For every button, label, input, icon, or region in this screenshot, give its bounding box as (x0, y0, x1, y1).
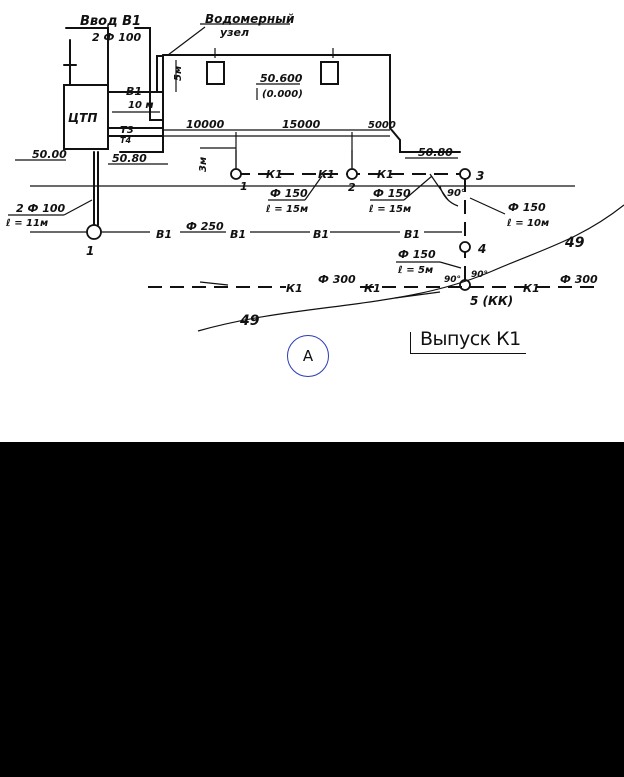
k1-outlet-3: К1 (523, 282, 540, 295)
d300-label-1: Ф 300 (318, 273, 356, 286)
contour-49-right: 49 (564, 235, 585, 251)
drawing-sheet: ЦТП Ввод В1 2 Ф 100 Водомерный узел 5м В… (0, 0, 624, 442)
well-2-label: 2 (348, 181, 356, 194)
l10-label: ℓ = 10м (506, 218, 549, 229)
angle-90-left: 90° (444, 275, 461, 285)
dim-15000: 15000 (282, 118, 321, 131)
well-3-label: 3 (476, 169, 484, 183)
b1-line-1: В1 (156, 228, 172, 241)
ground-left: 50.00 (32, 148, 67, 161)
ground-right: 50.80 (418, 146, 453, 159)
d300-label-2: Ф 300 (560, 273, 598, 286)
b1-line-4: В1 (404, 228, 420, 241)
contour-line-49 (197, 204, 624, 332)
well-4-label: 4 (477, 242, 486, 256)
dim-3m: 3м (198, 157, 209, 172)
t3-tag: Т3 (120, 125, 134, 136)
d150-label-3: Ф 150 (508, 201, 546, 214)
b1-line-3: В1 (313, 228, 329, 241)
dim-5m: 5м (173, 66, 184, 81)
k1-label-3: К1 (377, 168, 394, 181)
floor-zero: (0.000) (262, 89, 303, 100)
l15-label-1: ℓ = 15м (265, 204, 308, 215)
angle-90-right: 90° (471, 270, 488, 280)
left-pipe-label-1: 2 Ф 100 (16, 202, 66, 215)
outlet-title: Выпуск К1 (410, 326, 526, 354)
b1-d250: Ф 250 (186, 220, 224, 233)
ctp-label: ЦТП (68, 111, 97, 125)
view-marker-a: А (287, 335, 329, 377)
d150-label-4: Ф 150 (398, 248, 436, 261)
well-4 (459, 241, 471, 253)
k1-label-2: К1 (318, 168, 335, 181)
k1-outlet-main: К1 Ф 300 К1 К1 Ф 300 (148, 273, 600, 299)
well-1 (230, 168, 242, 180)
k1-outlet-2: К1 (364, 282, 381, 295)
inlet-pipe-label: 2 Ф 100 (92, 31, 142, 44)
meter-node-label-2: узел (220, 26, 249, 39)
l15-label-2: ℓ = 15м (368, 204, 411, 215)
water-b1-line: В1 Ф 250 В1 В1 В1 (30, 151, 462, 241)
dim-10000: 10000 (186, 118, 225, 131)
l5-label: ℓ = 5м (397, 265, 433, 276)
left-pipe-label-2: ℓ = 11м (5, 218, 48, 229)
node-1 (86, 224, 102, 240)
floor-mark: 50.600 (260, 72, 303, 85)
t4-tag: Т4 (120, 136, 131, 145)
contour-49-left: 49 (239, 313, 260, 329)
outlet-title-text: Выпуск К1 (420, 328, 521, 350)
building-columns (206, 48, 339, 85)
well-2 (346, 168, 358, 180)
meter-node-label-1: Водомерный (205, 12, 295, 26)
site-plan-drawing: ЦТП Ввод В1 2 Ф 100 Водомерный узел 5м В… (5, 12, 624, 332)
d150-label-1: Ф 150 (270, 187, 308, 200)
ground-left2: 50.80 (112, 152, 147, 165)
k1-outlet-1: К1 (286, 282, 303, 295)
ctp-connections: В1 Т3 Т4 10 м (107, 85, 164, 145)
dim-5000: 5000 (368, 120, 396, 131)
k1-label-1: К1 (266, 168, 283, 181)
b1-line-2: В1 (230, 228, 246, 241)
axis-dimensions: 10000 15000 5000 3м (186, 118, 396, 172)
b1-tag: В1 (126, 85, 142, 98)
ctp-box (63, 84, 109, 150)
node-1-label: 1 (86, 244, 94, 258)
dim-10m: 10 м (128, 100, 154, 111)
well-1-label: 1 (240, 180, 248, 193)
d150-label-2: Ф 150 (373, 187, 411, 200)
well-3 (459, 168, 471, 180)
inlet-label: Ввод В1 (80, 14, 141, 29)
well-5-label: 5 (КК) (470, 294, 513, 308)
angle-90-top: 90° (447, 188, 466, 199)
